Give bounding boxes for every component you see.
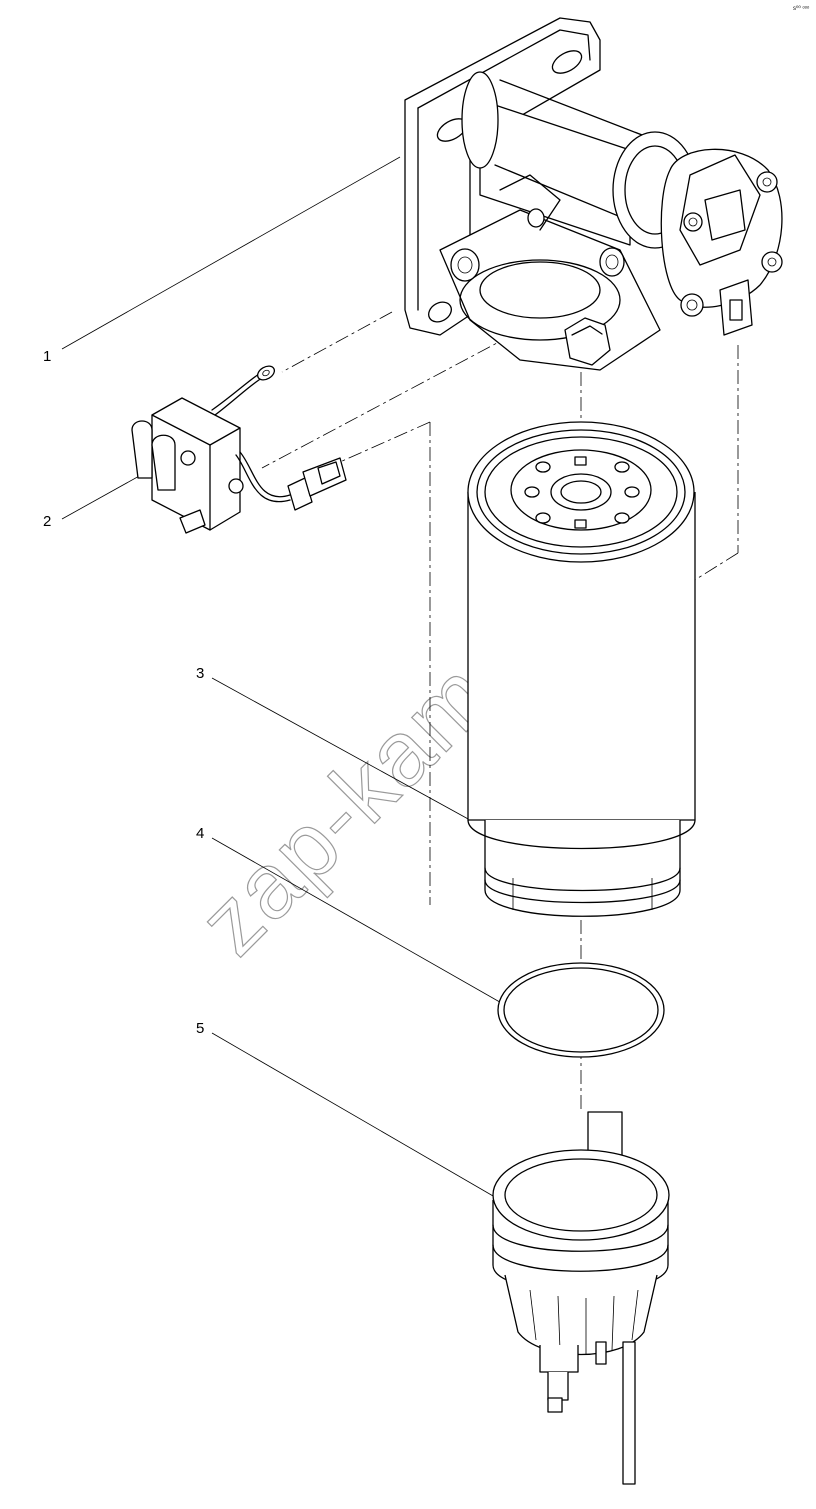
leader-lines bbox=[61, 156, 506, 1201]
part-4-o-ring bbox=[497, 962, 665, 1058]
callout-2: 2 bbox=[43, 513, 52, 530]
callout-1: 1 bbox=[43, 348, 52, 365]
callout-5: 5 bbox=[196, 1020, 205, 1037]
part-1-filter-head bbox=[404, 17, 783, 371]
callout-4: 4 bbox=[196, 825, 205, 842]
part-3-filter-cartridge bbox=[467, 421, 696, 917]
part-5-water-bowl bbox=[492, 1111, 670, 1485]
corner-mark: s⁰⁰ ᵒᵒᵒ bbox=[793, 6, 810, 12]
callout-3: 3 bbox=[196, 665, 205, 682]
part-2-heater-module bbox=[131, 365, 347, 534]
